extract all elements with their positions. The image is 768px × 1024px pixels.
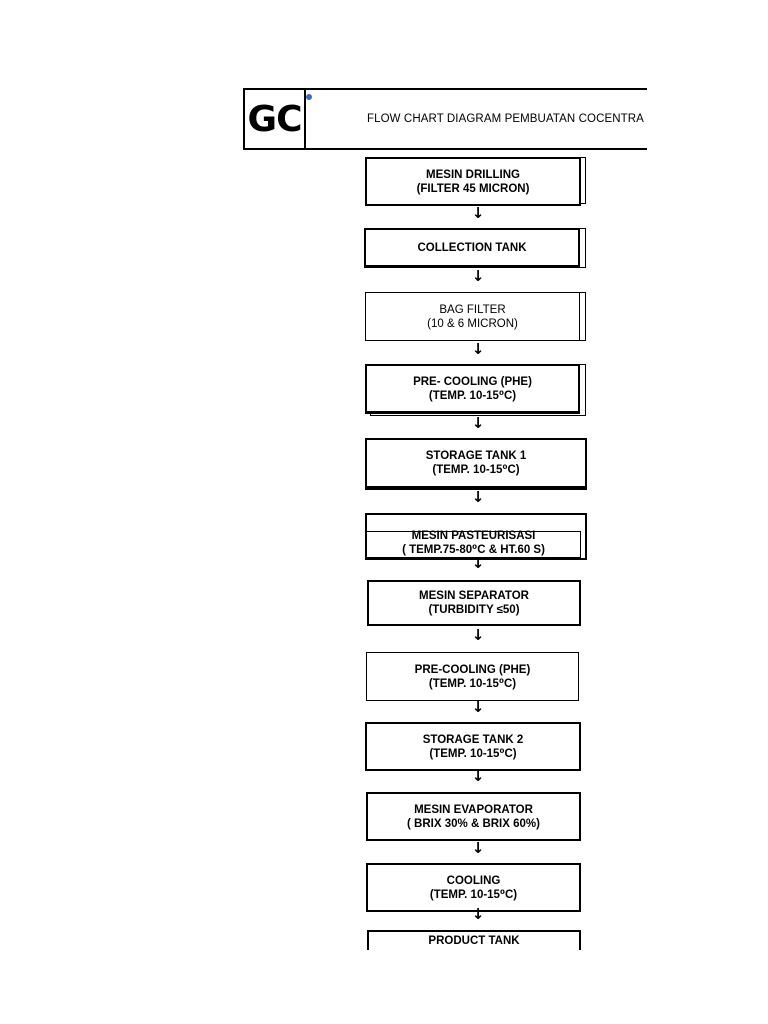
step-line1: PRE-COOLING (PHE)	[414, 663, 531, 676]
step-line2: (TEMP. 10-15⁰C)	[429, 747, 517, 760]
step-mesin-drilling: MESIN DRILLING (FILTER 45 MICRON)	[365, 157, 581, 206]
step-line1: COLLECTION TANK	[417, 241, 527, 254]
step-line1: BAG FILTER	[439, 303, 506, 316]
arrow-down-icon: ↓	[471, 340, 485, 358]
step-storage-tank-1: STORAGE TANK 1 (TEMP. 10-15⁰C)	[365, 438, 587, 490]
arrow-down-icon: ↓	[471, 905, 485, 923]
step-line2: (TEMP. 10-15⁰C)	[428, 389, 517, 402]
step-collection-tank: COLLECTION TANK	[364, 228, 580, 268]
step-line1: COOLING	[446, 874, 501, 887]
step-line1: MESIN SEPARATOR	[419, 590, 529, 602]
arrow-down-icon: ↓	[471, 204, 485, 222]
step-line2: (TEMP. 10-15⁰C)	[428, 677, 517, 690]
step-line1: MESIN EVAPORATOR	[414, 803, 533, 816]
step-line2: (TEMP. 10-15⁰C)	[429, 888, 518, 901]
step-pre-cooling-2: PRE-COOLING (PHE) (TEMP. 10-15⁰C)	[366, 652, 579, 701]
arrow-down-icon: ↓	[471, 414, 485, 432]
arrow-down-icon: ↓	[471, 554, 485, 572]
step-storage-tank-2: STORAGE TANK 2 (TEMP. 10-15⁰C)	[365, 722, 581, 771]
diagram-title: FLOW CHART DIAGRAM PEMBUATAN COCENTRA	[367, 113, 644, 125]
page-bottom-mask	[0, 950, 768, 1024]
step-line2: (TURBIDITY ≤50)	[428, 604, 520, 616]
company-logo: GC	[245, 90, 306, 148]
arrow-down-icon: ↓	[471, 767, 485, 785]
step-line1: MESIN DRILLING	[426, 168, 520, 181]
step-line1: STORAGE TANK 2	[422, 733, 524, 746]
arrow-down-icon: ↓	[471, 839, 485, 857]
step-mesin-pasteurisasi: MESIN PASTEURISASI ( TEMP.75-80⁰C & HT.6…	[366, 529, 581, 557]
step-line1: PRE- COOLING (PHE)	[413, 375, 532, 388]
step-line2: ( BRIX 30% & BRIX 60%)	[407, 817, 540, 830]
arrow-down-icon: ↓	[471, 626, 485, 644]
logo-dot-icon	[306, 94, 312, 100]
step-line2: (TEMP. 10-15⁰C)	[432, 464, 520, 476]
step-line1: PRODUCT TANK	[428, 935, 520, 947]
arrow-down-icon: ↓	[471, 488, 485, 506]
arrow-down-icon: ↓	[471, 698, 485, 716]
header-frame: GC FLOW CHART DIAGRAM PEMBUATAN COCENTRA	[243, 88, 647, 150]
step-line2: (FILTER 45 MICRON)	[416, 182, 530, 195]
step-line2: ( TEMP.75-80⁰C & HT.60 S)	[402, 544, 545, 556]
step-line1: MESIN PASTEURISASI	[411, 530, 536, 542]
step-mesin-evaporator: MESIN EVAPORATOR ( BRIX 30% & BRIX 60%)	[366, 792, 581, 841]
step-line1: STORAGE TANK 1	[425, 450, 527, 462]
step-pasteurisasi-inner	[366, 531, 581, 558]
arrow-down-icon: ↓	[471, 267, 485, 285]
step-cooling: COOLING (TEMP. 10-15⁰C)	[366, 863, 581, 912]
step-line2: (10 & 6 MICRON)	[427, 317, 518, 330]
step-pre-cooling-1: PRE- COOLING (PHE) (TEMP. 10-15⁰C)	[365, 364, 580, 414]
step-mesin-separator: MESIN SEPARATOR (TURBIDITY ≤50)	[367, 580, 581, 626]
step-bag-filter: BAG FILTER (10 & 6 MICRON)	[365, 292, 580, 341]
